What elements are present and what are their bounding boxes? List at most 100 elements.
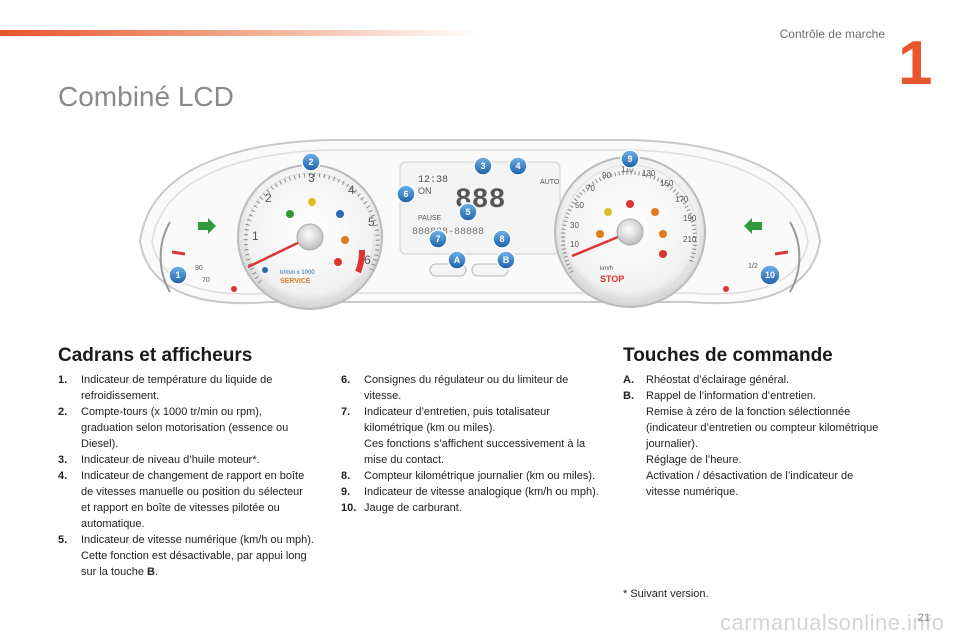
- svg-text:4: 4: [515, 161, 520, 171]
- svg-text:90: 90: [195, 265, 203, 272]
- callout-badge: 4: [509, 157, 527, 175]
- list-item: 9. Indicateur de vitesse analogique (km/…: [341, 484, 603, 500]
- item-text-bold: B: [147, 566, 155, 578]
- item-letter: B.: [623, 388, 646, 500]
- callout-badge: A: [448, 251, 466, 269]
- item-text-extra: Activation / désactivation de l’indicate…: [646, 470, 853, 498]
- speed-tick-label: 170: [675, 195, 689, 204]
- svg-text:9: 9: [627, 154, 632, 164]
- rpm-tick-label: 4: [348, 183, 355, 197]
- speed-unit-label: km/h: [600, 266, 613, 272]
- svg-text:6: 6: [403, 189, 408, 199]
- middle-column: 6. Consignes du régulateur ou du limiteu…: [341, 372, 603, 516]
- svg-text:2: 2: [308, 157, 313, 167]
- callout-badge: 7: [429, 230, 447, 248]
- speedometer: 10 30 50 70 90 110 130 150 170 190 210 k…: [555, 157, 705, 307]
- item-text-extra: Réglage de l’heure.: [646, 454, 741, 466]
- right-column: A. Rhéostat d’éclairage général. B. Rapp…: [623, 372, 885, 500]
- speed-tick-label: 70: [586, 184, 595, 193]
- list-item: 5. Indicateur de vitesse numérique (km/h…: [58, 532, 314, 580]
- speed-tick-label: 130: [642, 169, 656, 178]
- item-text-extra: Ces fonctions s’affichent successivement…: [364, 438, 585, 466]
- callout-badge: 2: [302, 153, 320, 171]
- lcd-time: 12:38: [418, 175, 448, 186]
- svg-text:A: A: [454, 255, 461, 265]
- item-text: Indicateur de niveau d’huile moteur*.: [81, 452, 314, 468]
- callout-badge: 5: [459, 203, 477, 221]
- tachometer: 1 2 3 4 5 6 tr/min x 1000 SERVICE: [238, 165, 382, 309]
- list-item: 8. Compteur kilométrique journalier (km …: [341, 468, 603, 484]
- item-text: Indicateur de température du liquide de …: [81, 372, 314, 404]
- header-accent-band: [0, 30, 480, 36]
- item-text: Rappel de l’information d’entretien.: [646, 390, 816, 402]
- item-number: 5.: [58, 532, 81, 580]
- item-text: Rhéostat d’éclairage général.: [646, 372, 885, 388]
- rpm-tick-label: 5: [368, 215, 375, 229]
- item-text: Jauge de carburant.: [364, 500, 603, 516]
- svg-text:10: 10: [765, 270, 775, 280]
- rpm-tick-label: 3: [308, 171, 315, 185]
- speed-tick-label: 90: [602, 171, 611, 180]
- watermark: carmanualsonline.info: [720, 610, 945, 636]
- item-text: Compte-tours (x 1000 tr/min ou rpm), gra…: [81, 404, 314, 452]
- fuel-half-label: 1/2: [748, 263, 758, 270]
- callout-badge: B: [497, 251, 515, 269]
- svg-text:888888-88888: 888888-88888: [412, 227, 484, 238]
- section-heading-touches: Touches de commande: [623, 345, 833, 367]
- callout-badge: 9: [621, 150, 639, 168]
- svg-text:5: 5: [465, 207, 470, 217]
- item-text-end: .: [155, 566, 158, 578]
- item-text: Indicateur de changement de rapport en b…: [81, 468, 314, 532]
- svg-text:1: 1: [175, 270, 180, 280]
- speed-tick-label: 190: [683, 214, 697, 223]
- item-number: 9.: [341, 484, 364, 500]
- rpm-tick-label: 2: [265, 191, 272, 205]
- callout-badge: 1: [169, 266, 187, 284]
- list-item: 3. Indicateur de niveau d’huile moteur*.: [58, 452, 314, 468]
- item-text: Consignes du régulateur ou du limiteur d…: [364, 372, 603, 404]
- item-number: 10.: [341, 500, 364, 516]
- item-text: Indicateur de vitesse numérique (km/h ou…: [81, 534, 314, 546]
- callout-badge: 10: [760, 265, 780, 285]
- speed-tick-label: 30: [570, 221, 579, 230]
- lcd-auto: AUTO: [540, 179, 560, 186]
- list-item: B. Rappel de l’information d’entretien. …: [623, 388, 885, 500]
- list-item: 4. Indicateur de changement de rapport e…: [58, 468, 314, 532]
- item-number: 6.: [341, 372, 364, 404]
- left-column: 1. Indicateur de température du liquide …: [58, 372, 314, 580]
- item-letter: A.: [623, 372, 646, 388]
- list-item: 10. Jauge de carburant.: [341, 500, 603, 516]
- item-text-extra: Remise à zéro de la fonction sélectionné…: [646, 406, 878, 450]
- callout-badge: 6: [397, 185, 415, 203]
- speed-tick-label: 10: [570, 240, 579, 249]
- item-number: 7.: [341, 404, 364, 468]
- list-item: A. Rhéostat d’éclairage général.: [623, 372, 885, 388]
- rpm-unit-label: tr/min x 1000: [280, 270, 315, 276]
- service-label: SERVICE: [280, 278, 311, 285]
- page-title: Combiné LCD: [58, 81, 234, 113]
- svg-text:8: 8: [499, 234, 504, 244]
- svg-text:3: 3: [480, 161, 485, 171]
- speed-tick-label: 210: [683, 235, 697, 244]
- lcd-pause: PAUSE: [418, 215, 442, 222]
- list-item: 1. Indicateur de température du liquide …: [58, 372, 314, 404]
- chapter-number: 1: [898, 38, 926, 90]
- svg-text:70: 70: [202, 277, 210, 284]
- rpm-tick-label: 1: [252, 229, 259, 243]
- stop-label: STOP: [600, 274, 624, 284]
- list-item: 6. Consignes du régulateur ou du limiteu…: [341, 372, 603, 404]
- section-heading-cadrans: Cadrans et afficheurs: [58, 345, 252, 367]
- page-number: 21: [918, 612, 930, 624]
- item-number: 4.: [58, 468, 81, 532]
- callout-badge: 8: [493, 230, 511, 248]
- item-text: Indicateur de vitesse analogique (km/h o…: [364, 484, 603, 500]
- rpm-tick-label: 6: [364, 253, 371, 267]
- footnote: * Suivant version.: [623, 588, 709, 600]
- item-text-extra: Cette fonction est désactivable, par app…: [81, 550, 307, 578]
- instrument-cluster-figure: 90 70 1 2 3 4 5 6 tr/min x 1000 SERVICE …: [130, 122, 830, 327]
- chapter-title: Contrôle de marche: [780, 27, 885, 41]
- svg-text:7: 7: [435, 234, 440, 244]
- list-item: 2. Compte-tours (x 1000 tr/min ou rpm), …: [58, 404, 314, 452]
- item-number: 1.: [58, 372, 81, 404]
- item-number: 2.: [58, 404, 81, 452]
